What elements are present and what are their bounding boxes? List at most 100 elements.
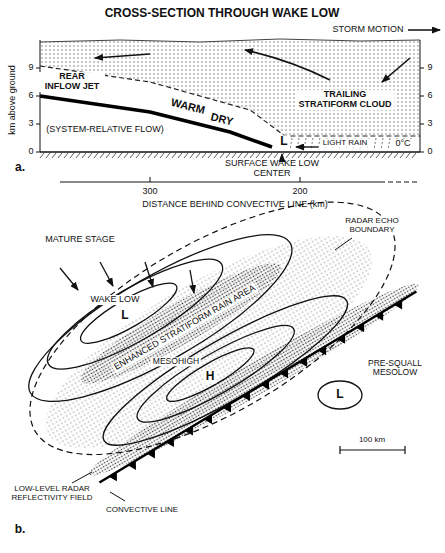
hatch-stroke [322,153,326,158]
hatch-stroke [160,153,164,158]
flow-arrow [382,58,410,82]
region-label: REAR INFLOW JET [39,72,105,92]
rain-streak [290,138,292,150]
leader-line [72,472,92,483]
hatch-stroke [184,153,188,158]
axis-title: DISTANCE BEHIND CONVECTIVE LINE (km) [142,200,327,210]
axis-tick: 9 [28,63,33,73]
hatch-stroke [352,153,356,158]
hatch-stroke [274,153,278,158]
rain-streak [311,138,313,150]
hatch-stroke [214,153,218,158]
inflow-arrow [100,262,113,286]
hatch-stroke [328,153,332,158]
storm-motion-arrow [408,29,440,31]
hatch-stroke [346,153,350,158]
right-axis [420,40,424,152]
hatch-stroke [220,153,224,158]
isobar [9,207,311,430]
region-label: PRE-SQUALL MESOLOW [358,359,432,378]
hatch-stroke [286,153,290,158]
hatch-stroke [208,153,212,158]
radar-echo-boundary [0,152,433,504]
hatch-stroke [178,153,182,158]
inflow-arrow [145,262,153,287]
front-pip [261,380,273,392]
hatch-stroke [232,153,236,158]
hatch-stroke [148,153,152,158]
cloud-base [40,66,420,136]
rain-streak [304,138,306,150]
axis-tick: 300 [142,187,157,197]
front-pip [223,403,235,415]
hatch-stroke [190,153,194,158]
hatch-stroke [88,153,92,158]
front-pip [242,392,254,404]
axis-title: km above ground [8,65,18,135]
hatch-stroke [250,153,254,158]
front-pip [318,346,330,358]
pressure-symbol: L [119,309,130,322]
hatch-stroke [106,153,110,158]
rain-streak [374,138,376,150]
hatch-stroke [316,153,320,158]
hatch-stroke [40,153,44,158]
panel-letter: b. [15,523,26,536]
callout-label: LOW-LEVEL RADAR REFLECTIVITY FIELD [5,485,99,503]
flow-arrow [95,54,150,58]
front-pip [128,461,140,473]
leader-line [110,492,125,501]
front-pip [166,438,178,450]
front-pip [299,357,311,369]
flow-arrow [245,50,330,80]
hatch-stroke [112,153,116,158]
region-label: DRY [209,110,234,127]
hatch-stroke [334,153,338,158]
front-pip [280,369,292,381]
rain-streak [297,138,299,150]
direction-label: STORM MOTION [333,25,404,35]
ground-hatch [40,153,416,158]
left-axis [36,40,40,152]
axis-tick: 0 [427,147,432,157]
rain-streak [381,138,383,150]
front-pip [185,426,197,438]
stratiform-cloud [40,39,420,136]
hatch-stroke [292,153,296,158]
axis-tick: 0 [28,147,33,157]
inflow-arrow [190,270,194,293]
hatch-stroke [394,153,398,158]
hatch-stroke [124,153,128,158]
callout-label: CONVECTIVE LINE [106,506,178,515]
hatch-stroke [358,153,362,158]
hatch-stroke [52,153,56,158]
hatch-stroke [94,153,98,158]
hatch-stroke [376,153,380,158]
region-label: MESOHIGH [151,357,201,366]
hatch-stroke [70,153,74,158]
hatch-stroke [196,153,200,158]
axis-tick: 3 [28,119,33,129]
cloud-top [40,39,420,42]
scale-label: 100 km [359,436,385,445]
scale-bar [340,446,405,454]
front-pip [204,415,216,427]
hatch-stroke [142,153,146,158]
pressure-symbol: L [336,388,343,401]
hatch-stroke [76,153,80,158]
front-pips [106,300,410,484]
front-pip [147,449,159,461]
inflow-arrow [60,268,78,290]
hatch-stroke [100,153,104,158]
region-label: TRAILING STRATIFORM CLOUD [296,90,395,110]
hatch-stroke [388,153,392,158]
axis-tick: 6 [28,91,33,101]
front-pip [337,334,349,346]
axis-tick: 9 [427,63,432,73]
hatch-stroke [412,153,416,158]
hatch-stroke [400,153,404,158]
front-pip [356,323,368,335]
hatch-stroke [256,153,260,158]
hatch-stroke [172,153,176,158]
